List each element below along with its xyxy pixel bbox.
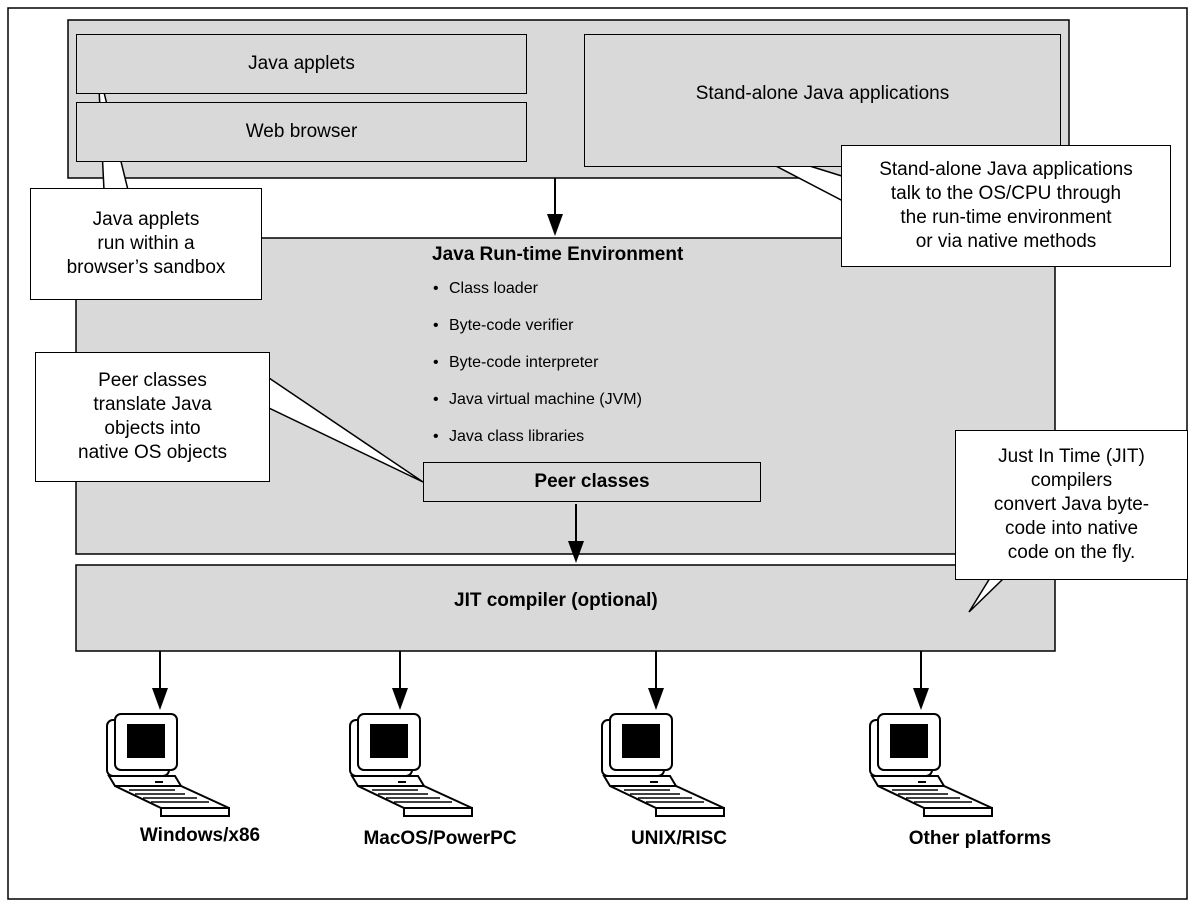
desktop-computer-icon	[869, 713, 993, 817]
platform-icons	[106, 713, 993, 817]
applets-callout: Java applets run within a browser’s sand…	[30, 188, 262, 300]
standalone-apps-label: Stand-alone Java applications	[695, 83, 950, 104]
jre-component: Class loader	[433, 280, 642, 317]
standalone-apps-box: Stand-alone Java applications	[584, 34, 1061, 167]
peer-classes-box: Peer classes	[423, 462, 761, 502]
web-browser-box: Web browser	[76, 102, 527, 162]
platform-label-other: Other platforms	[908, 828, 1052, 849]
jre-component: Byte-code interpreter	[433, 354, 642, 391]
jre-component: Java class libraries	[433, 428, 642, 465]
jit-box	[75, 564, 1056, 652]
standalone-callout: Stand-alone Java applications talk to th…	[841, 145, 1171, 267]
desktop-computer-icon	[601, 713, 725, 817]
peer-callout: Peer classes translate Java objects into…	[35, 352, 270, 482]
peer-classes-label: Peer classes	[534, 471, 650, 492]
java-applets-label: Java applets	[248, 53, 355, 74]
jit-label: JIT compiler (optional)	[454, 590, 658, 611]
jre-components-list: Class loader Byte-code verifier Byte-cod…	[433, 280, 642, 465]
jit-callout: Just In Time (JIT) compilers convert Jav…	[955, 430, 1188, 580]
jre-component: Java virtual machine (JVM)	[433, 391, 642, 428]
jre-title: Java Run-time Environment	[432, 244, 684, 265]
web-browser-label: Web browser	[245, 121, 358, 142]
arrows	[152, 178, 929, 710]
platform-label-macos: MacOS/PowerPC	[363, 828, 517, 849]
desktop-computer-icon	[349, 713, 473, 817]
desktop-computer-icon	[106, 713, 230, 817]
java-applets-box: Java applets	[76, 34, 527, 94]
jre-component: Byte-code verifier	[433, 317, 642, 354]
platform-label-unix: UNIX/RISC	[630, 828, 728, 849]
platform-label-windows: Windows/x86	[139, 825, 261, 846]
